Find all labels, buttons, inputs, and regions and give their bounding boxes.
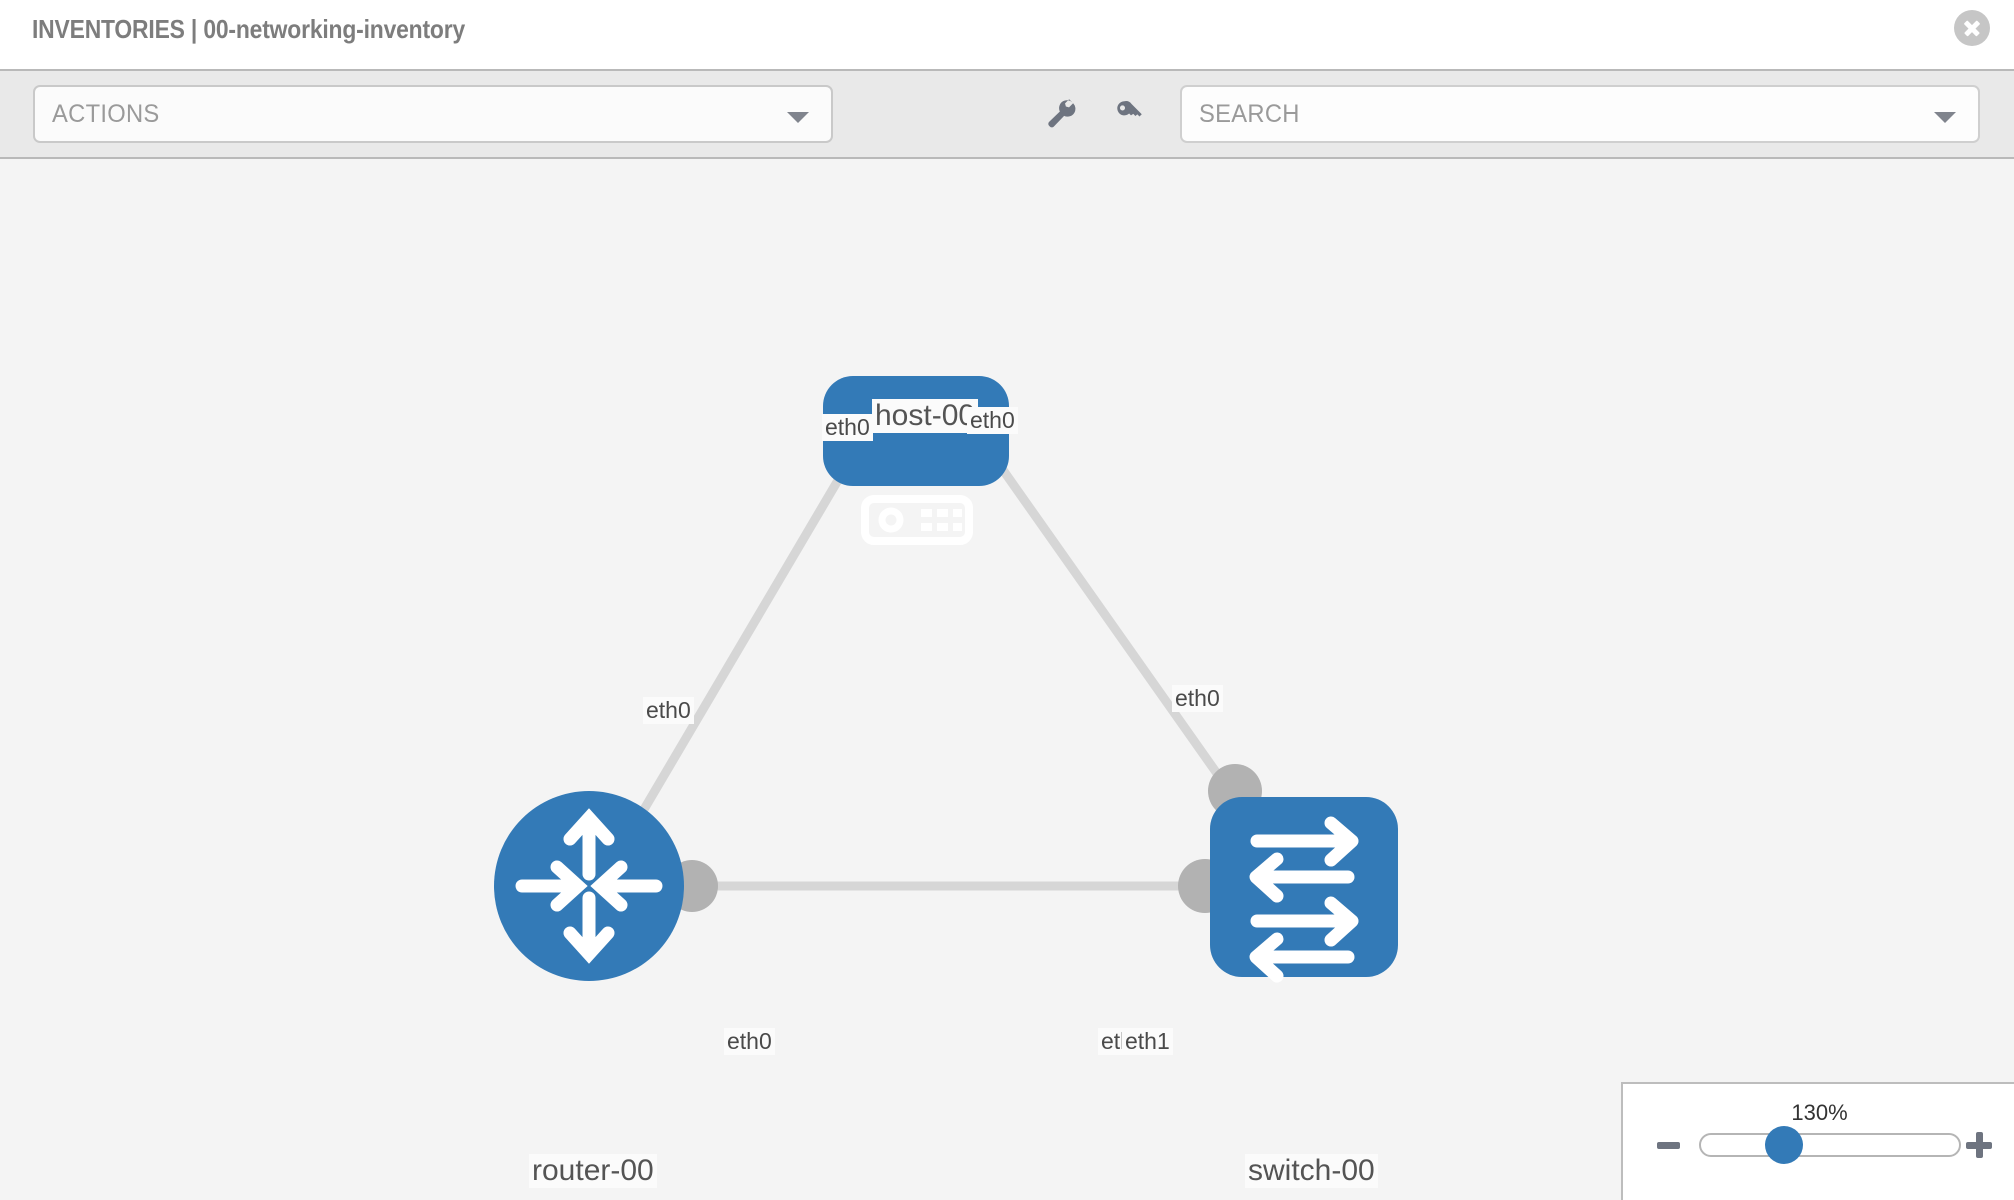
zoom-slider-track[interactable] [1699,1133,1961,1157]
zoom-control-panel: 130% [1621,1082,2014,1200]
edge-label-router-to-host: eth0 [643,697,694,724]
switch-swap-arrows-icon [1249,816,1359,983]
edge-label-router-to-switch: eth0 [724,1028,775,1055]
node-label-switch-00: switch-00 [1245,1154,1378,1188]
plus-icon-vertical [1976,1132,1983,1158]
node-switch-00-shape[interactable] [1210,797,1398,977]
node-label-router-00: router-00 [529,1154,657,1188]
chevron-down-icon [1934,112,1956,123]
zoom-in-button[interactable] [1966,1132,1992,1158]
close-icon[interactable] [1954,10,1990,46]
page-title: INVENTORIES | 00-networking-inventory [32,14,466,44]
link-host-router[interactable] [596,406,884,887]
topology-canvas[interactable]: host-00 router-00 switch-00 eth0 eth0 et… [0,159,2014,1200]
search-placeholder: SEARCH [1199,100,1300,128]
topology-links [596,406,1239,891]
router-four-arrows-icon [515,808,663,964]
chevron-down-icon [787,112,809,123]
node-router-00-shape[interactable] [494,791,684,981]
page-header: INVENTORIES | 00-networking-inventory [0,0,2014,69]
edge-label-switch-to-host: eth0 [1172,685,1223,712]
toolbar: ACTIONS SEARCH [0,69,2014,159]
edge-label-host-to-router: eth0 [822,414,873,441]
edge-label-switch-to-router: eth1 [1122,1028,1173,1055]
zoom-level-label: 130% [1791,1100,1848,1125]
wrench-icon[interactable] [1044,97,1078,131]
topology-graph [494,376,1398,983]
link-host-switch[interactable] [956,406,1239,802]
key-icon[interactable] [1113,97,1147,131]
node-label-host-00: host-00 [872,399,979,433]
zoom-out-button[interactable] [1657,1142,1680,1149]
node-router-00[interactable] [494,791,684,981]
edge-label-host-to-switch: eth0 [967,407,1018,434]
server-device-icon [861,495,973,545]
zoom-slider-thumb[interactable] [1765,1126,1803,1164]
node-switch-00[interactable] [1210,797,1398,983]
actions-dropdown[interactable]: ACTIONS [33,85,833,143]
search-input[interactable]: SEARCH [1180,85,1980,143]
actions-dropdown-label: ACTIONS [52,100,160,128]
